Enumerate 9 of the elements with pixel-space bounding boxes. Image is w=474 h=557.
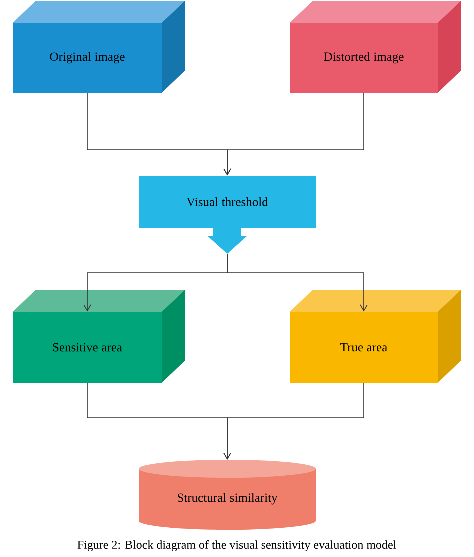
- figure-caption: Figure 2: Block diagram of the visual sensitivity evaluation model: [78, 540, 396, 552]
- arrow: [224, 92, 364, 176]
- cuboid-box: Distorted image: [290, 1, 461, 93]
- arrow: [224, 382, 364, 460]
- cuboid-box: Sensitive area: [13, 290, 185, 383]
- cuboid-box: True area: [290, 290, 461, 383]
- process-box: Visual threshold: [139, 176, 316, 228]
- arrow: [227, 254, 368, 312]
- cuboid-box: Original image: [13, 1, 185, 93]
